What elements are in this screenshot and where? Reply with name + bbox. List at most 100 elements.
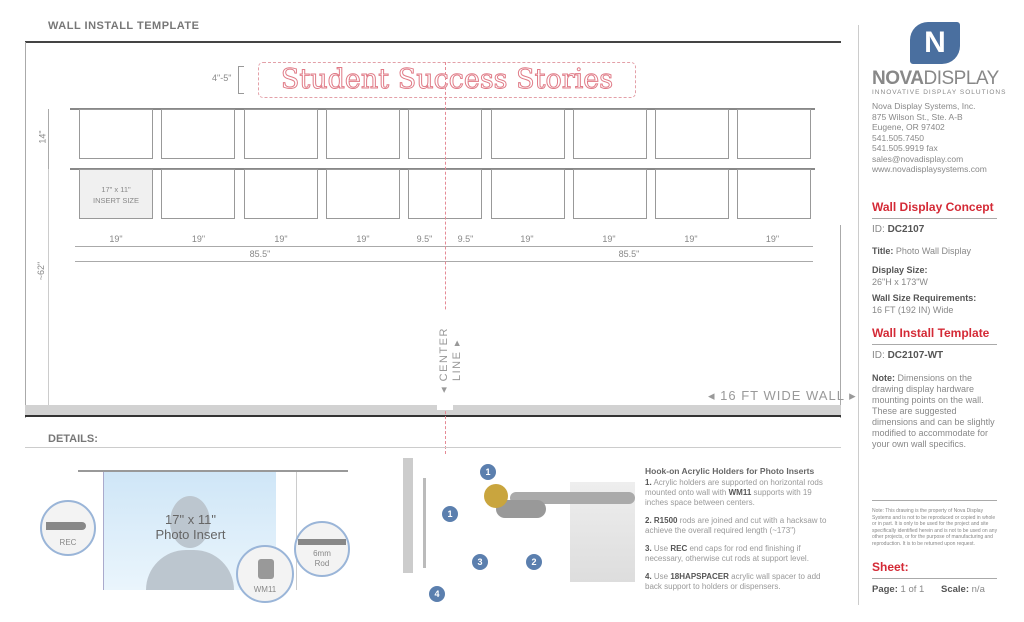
logo-mark: N	[910, 22, 960, 64]
wm11-support-icon	[258, 559, 274, 579]
concept-id: ID: DC2107	[872, 224, 925, 235]
photo-label-line2: Photo Insert	[155, 527, 226, 542]
legal-note: Note: This drawing is the property of No…	[872, 508, 998, 547]
insert-size-label: 17" x 11" INSERT SIZE	[80, 184, 152, 206]
wall-width-label: ◂ 16 FT WIDE WALL ▸	[708, 388, 857, 403]
photo-holder	[79, 169, 153, 219]
photo-holder	[572, 169, 647, 219]
hardware-detail: 1 3 2	[470, 462, 635, 582]
spacing-dim-label: 19"	[684, 234, 698, 244]
instruction-step: 3. Use REC end caps for rod end finishin…	[645, 544, 809, 563]
badge-1: 1	[480, 464, 496, 480]
spacing-dim-label: 19"	[109, 234, 123, 244]
details-divider	[25, 447, 841, 448]
right-wall-line	[840, 225, 841, 418]
spacing-dim-label: 9.5"	[416, 234, 433, 244]
insert-size-line1: 17" x 11"	[101, 185, 131, 194]
address-line: Eugene, OR 97402	[872, 122, 945, 132]
spacing-dim-label: 19"	[356, 234, 370, 244]
logo-light: DISPLAY	[923, 68, 999, 89]
spacing-dim-label: 19"	[765, 234, 780, 244]
wm11-label: WM11	[253, 585, 277, 594]
address-line: Nova Display Systems, Inc.	[872, 101, 976, 111]
silhouette-body	[146, 550, 234, 590]
rod-label: 6mm Rod	[296, 549, 348, 569]
instructions-title: Hook-on Acrylic Holders for Photo Insert…	[645, 466, 815, 476]
spacing-dim-label: 9.5"	[457, 234, 474, 244]
end-cap-icon	[46, 522, 86, 530]
wall-width-text: 16 FT WIDE WALL	[720, 388, 845, 403]
photo-holder	[490, 169, 565, 219]
display-size: Display Size:26"H x 173"W	[872, 265, 928, 287]
photo-holder	[161, 169, 236, 219]
badge-1-side: 1	[442, 506, 458, 522]
details-heading: DETAILS:	[48, 433, 98, 445]
rule	[872, 344, 997, 345]
address-line: sales@novadisplay.com	[872, 153, 964, 164]
insert-size-line2: INSERT SIZE	[93, 196, 139, 205]
photo-holder	[243, 169, 318, 219]
photo-holder	[325, 109, 400, 159]
half-total-dim-label: 85.5"	[618, 249, 640, 259]
row-dim-line	[48, 109, 49, 169]
floor-band	[25, 405, 841, 417]
wall-requirements: Wall Size Requirements:16 FT (192 IN) Wi…	[872, 293, 977, 315]
address-line: 875 Wilson St., Ste. A-B	[872, 111, 963, 122]
badge-4: 4	[429, 586, 445, 602]
rod-callout: 6mm Rod	[294, 521, 350, 577]
spacing-dim-label: 19"	[520, 234, 534, 244]
headline-dim-bracket	[238, 66, 244, 94]
concept-heading: Wall Display Concept	[872, 200, 994, 214]
photo-holder	[79, 109, 153, 159]
logo-tagline: INNOVATIVE DISPLAY SOLUTIONS	[872, 89, 1007, 96]
detail-rod	[78, 470, 348, 472]
left-wall-line	[25, 42, 26, 418]
badge-3: 3	[472, 554, 488, 570]
rule	[872, 218, 997, 219]
floor-dim-line	[48, 169, 49, 405]
photo-holder	[325, 169, 400, 219]
support-graphic	[496, 500, 546, 518]
center-line-label: ◂ CENTER LINE ▸	[437, 310, 463, 410]
photo-insert-detail: 17" x 11" Photo Insert REC WM11 6mm Rod	[0, 455, 360, 615]
spacing-dim-label: 19"	[602, 234, 616, 244]
instruction-step: 1. Acrylic holders are supported on hori…	[645, 478, 823, 507]
photo-label-line1: 17" x 11"	[165, 512, 216, 527]
spacer-graphic	[484, 484, 508, 508]
rule	[872, 500, 997, 501]
floor-height-dim: ~62"	[36, 261, 47, 281]
address-line: www.novadisplaysystems.com	[872, 164, 987, 174]
row-spacing-dim: 14"	[37, 130, 48, 144]
photo-holder	[737, 109, 812, 159]
sheet-heading: Sheet:	[872, 560, 909, 574]
badge-2: 2	[526, 554, 542, 570]
total-dim-line	[75, 261, 813, 262]
page-info: Page: 1 of 1	[872, 584, 925, 595]
holder-section	[423, 478, 426, 568]
spacing-dim-label: 19"	[274, 234, 288, 244]
rule	[872, 578, 997, 579]
half-total-dim-label: 85.5"	[249, 249, 271, 259]
instruction-step: 2. R1500 rods are joined and cut with a …	[645, 516, 827, 535]
headline-height-dim: 4"-5"	[212, 73, 232, 83]
photo-holder	[161, 109, 236, 159]
address-line: 541.505.9919 fax	[872, 143, 938, 153]
rod-label-line2: Rod	[314, 559, 330, 568]
silhouette-head	[170, 496, 210, 548]
headline-box: Student Success Stories	[258, 62, 636, 98]
logo-wordmark: NOVADISPLAY	[872, 68, 999, 90]
title-row: Title: Photo Wall Display	[872, 246, 972, 256]
center-line-text: CENTER LINE	[438, 327, 463, 382]
photo-holder	[655, 109, 730, 159]
photo-holder	[655, 169, 730, 219]
rod-label-line1: 6mm	[313, 549, 331, 558]
photo-label: 17" x 11" Photo Insert	[104, 512, 277, 542]
center-line	[445, 62, 446, 454]
rec-label: REC	[59, 538, 77, 547]
sidebar-divider	[858, 25, 859, 605]
side-view-detail: 1 4	[395, 458, 458, 602]
logo-bold: NOVA	[872, 68, 924, 89]
template-id: ID: DC2107-WT	[872, 350, 944, 361]
ceiling-line	[25, 41, 841, 43]
headline-text: Student Success Stories	[280, 64, 614, 96]
